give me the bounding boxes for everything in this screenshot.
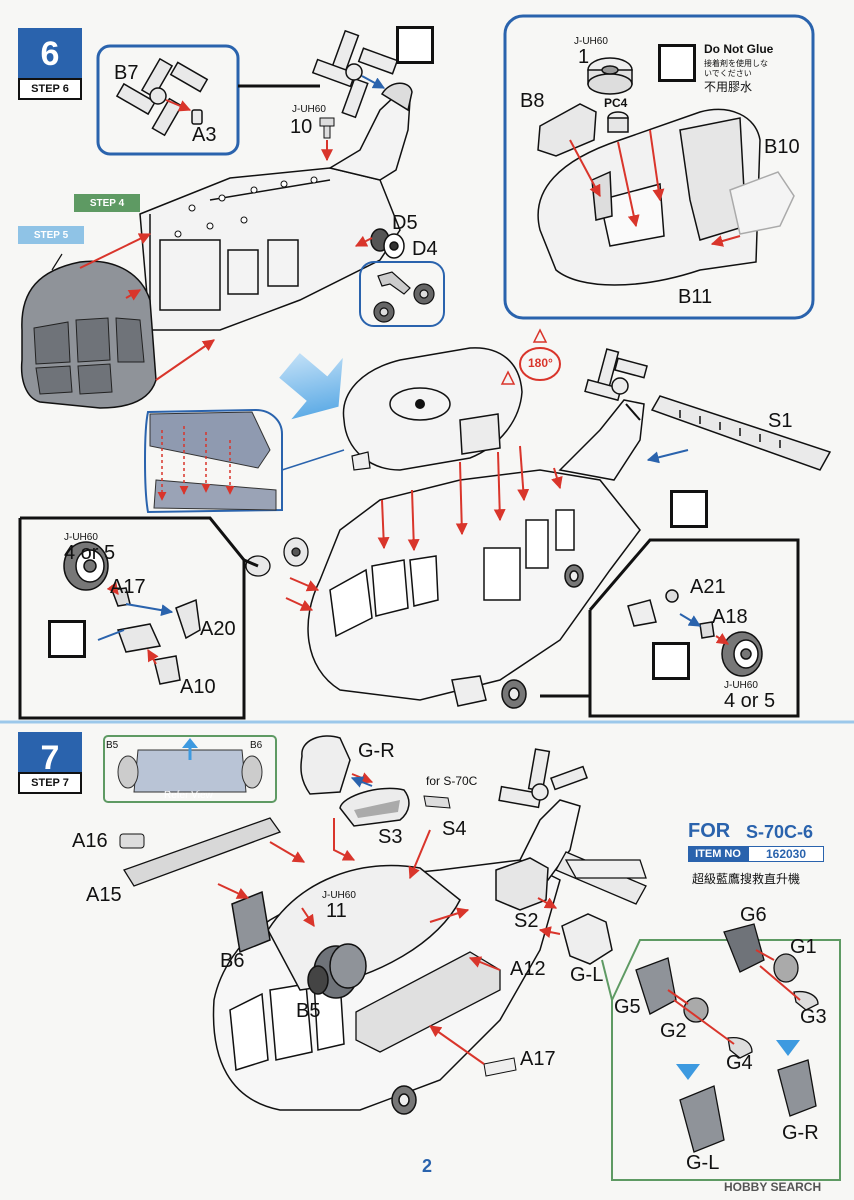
part-gl: G-L	[570, 964, 604, 986]
for-s70c-label: for S-70C	[426, 774, 478, 788]
refer-view-label: Refer View	[164, 790, 213, 801]
variant-part-g3: G3	[800, 1006, 827, 1028]
part-b7: B7	[114, 62, 139, 84]
inset-part-b11: B11	[678, 286, 713, 308]
variant-part-g1: G1	[790, 936, 817, 958]
part-juh60-11-prefix: J-UH60	[322, 890, 356, 901]
refer-view-b5: B5	[106, 740, 119, 751]
page-number: 2	[422, 1156, 433, 1176]
step-6-label: STEP 6	[18, 78, 82, 100]
variant-chinese-name: 超級藍鷹搜救直升機	[692, 872, 801, 886]
part-a3: A3	[192, 124, 217, 146]
part-s4: S4	[442, 818, 467, 840]
do-not-glue-icon	[396, 26, 434, 64]
inset-juh60-prefix: J-UH60	[574, 36, 608, 47]
part-a15: A15	[86, 884, 122, 906]
part-juh60-prefix: J-UH60	[292, 104, 326, 115]
part-d4: D4	[412, 238, 438, 260]
variant-for-label: FOR	[688, 820, 731, 842]
part-a10: A10	[180, 676, 216, 698]
wheel-right-number: 4 or 5	[724, 690, 776, 712]
variant-part-g5: G5	[614, 996, 641, 1018]
variant-part-gl: G-L	[686, 1152, 720, 1174]
variant-part-gr: G-R	[782, 1122, 819, 1144]
part-a17-step7: A17	[520, 1048, 556, 1070]
part-s2: S2	[514, 910, 539, 932]
do-not-glue-zh: 不用膠水	[704, 80, 753, 94]
do-not-glue-icon	[652, 642, 690, 680]
do-not-glue-icon	[48, 620, 86, 658]
part-juh60-10: 10	[290, 116, 313, 138]
part-juh60-11: 11	[326, 900, 347, 922]
wheel-right-prefix: J-UH60	[724, 680, 758, 691]
step-7-label: STEP 7	[18, 772, 82, 794]
part-gr: G-R	[358, 740, 395, 762]
do-not-glue-en: Do Not Glue	[704, 42, 774, 56]
step-4-reference: STEP 4	[74, 194, 140, 212]
do-not-glue-icon	[658, 44, 696, 82]
step-6-number: 6	[18, 28, 82, 80]
part-a16: A16	[72, 830, 108, 852]
variant-part-g6: G6	[740, 904, 767, 926]
inset-juh60-1: 1	[578, 46, 590, 68]
do-not-glue-jp-2: いでください	[704, 69, 752, 78]
item-no-value: 162030	[748, 846, 824, 862]
inset-part-b10: B10	[764, 136, 800, 158]
part-d5: D5	[392, 212, 418, 234]
variant-part-g4: G4	[726, 1052, 753, 1074]
part-a17: A17	[110, 576, 146, 598]
part-a18: A18	[712, 606, 748, 628]
part-b6: B6	[220, 950, 245, 972]
part-s1: S1	[768, 410, 793, 432]
do-not-glue-jp-1: 接着剤を使用しな	[704, 59, 768, 68]
part-s3: S3	[378, 826, 403, 848]
refer-view-b6: B6	[250, 740, 263, 751]
inset-part-b8: B8	[520, 90, 545, 112]
rotate-180-label: 180°	[528, 356, 553, 370]
part-a21: A21	[690, 576, 726, 598]
do-not-glue-icon	[670, 490, 708, 528]
step-5-reference: STEP 5	[18, 226, 84, 244]
variant-model: S-70C-6	[746, 822, 814, 842]
watermark: HOBBY SEARCH	[724, 1180, 822, 1194]
wheel-left-number: 4 or 5	[64, 542, 116, 564]
wheel-left-prefix: J-UH60	[64, 532, 98, 543]
variant-part-g2: G2	[660, 1020, 687, 1042]
part-a12: A12	[510, 958, 546, 980]
item-no-label: ITEM NO	[688, 846, 748, 862]
part-b5: B5	[296, 1000, 321, 1022]
part-a20: A20	[200, 618, 236, 640]
inset-part-pc4: PC4	[604, 96, 628, 110]
